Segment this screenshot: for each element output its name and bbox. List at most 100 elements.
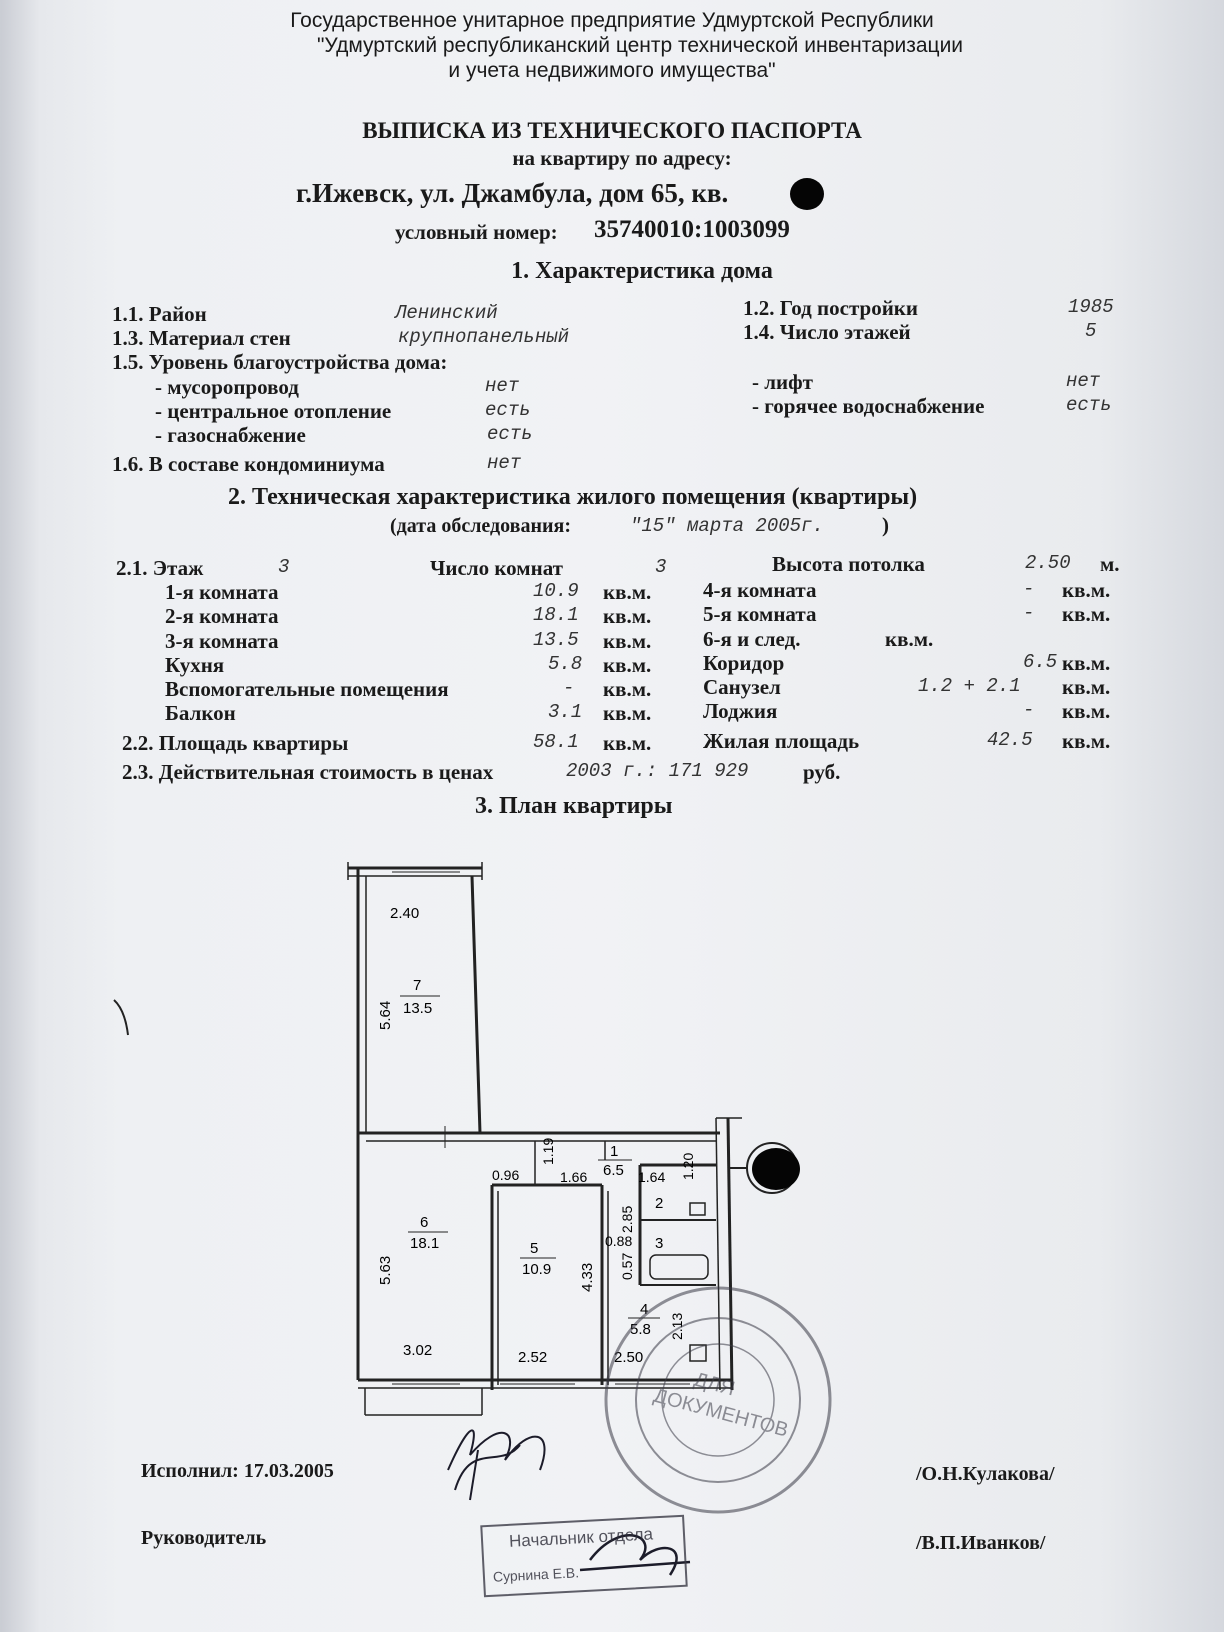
year-value: 1985 (1068, 296, 1114, 318)
loggia-label: Лоджия (703, 699, 778, 723)
plan-dim-088: 0.88 (605, 1233, 632, 1249)
department-stamp: Начальник отдела Сурнина Е.В. (480, 1514, 688, 1598)
amenities-label: 1.5. Уровень благоустройства дома: (112, 350, 448, 374)
ceiling-label: Высота потолка (772, 552, 925, 576)
section3-heading: 3. План квартиры (475, 793, 673, 819)
lift-value: нет (1066, 370, 1101, 392)
year-label: 1.2. Год постройки (743, 296, 919, 320)
total-area-label: 2.2. Площадь квартиры (122, 731, 349, 755)
balcony-label: Балкон (165, 701, 236, 725)
plan-dim-166: 1.66 (560, 1169, 587, 1185)
heating-value: есть (485, 399, 531, 421)
condo-value: нет (487, 452, 522, 474)
gas-value: есть (487, 423, 533, 445)
ceiling-unit: м. (1100, 552, 1120, 576)
stamp-name: Сурнина Е.В. (492, 1564, 580, 1585)
wall-label: 1.3. Материал стен (112, 326, 291, 350)
lift-label: - лифт (752, 370, 813, 394)
executor-name: /О.Н.Кулакова/ (916, 1463, 1055, 1485)
address: г.Ижевск, ул. Джамбула, дом 65, кв. (296, 178, 729, 208)
executed-label: Исполнил: 17.03.2005 (141, 1460, 334, 1482)
loggia-unit: кв.м. (1062, 699, 1111, 723)
room1-value: 10.9 (533, 580, 579, 602)
rooms-value: 3 (655, 556, 667, 578)
living-area-value: 42.5 (987, 729, 1033, 751)
org-line-1: Государственное унитарное предприятие Уд… (290, 9, 934, 32)
plan-r4-height: 2.13 (669, 1313, 685, 1340)
hotwater-label: - горячее водоснабжение (752, 394, 985, 418)
plan-r1-number: 1 (610, 1143, 618, 1160)
room4-label: 4-я комната (703, 578, 817, 602)
plan-r7-number: 7 (413, 977, 421, 994)
executor-signature (447, 1429, 546, 1501)
aux-label: Вспомогательные помещения (165, 677, 449, 701)
district-label: 1.1. Район (112, 302, 207, 326)
section2-heading: 2. Техническая характеристика жилого пом… (228, 484, 918, 510)
cost-value: 2003 г.: 171 929 (566, 760, 749, 782)
room1-label: 1-я комната (165, 580, 279, 604)
kitchen-label: Кухня (165, 653, 225, 677)
head-name: /В.П.Иванков/ (916, 1532, 1046, 1554)
plan-r7-area: 13.5 (403, 1000, 432, 1017)
document-subtitle: на квартиру по адресу: (512, 146, 732, 170)
room3-unit: кв.м. (603, 629, 652, 653)
cond-number: 35740010:1003099 (594, 216, 790, 243)
room2-value: 18.1 (533, 604, 579, 626)
chute-value: нет (485, 375, 520, 397)
kitchen-unit: кв.м. (603, 653, 652, 677)
section1-heading: 1. Характеристика дома (511, 258, 773, 284)
ceiling-value: 2.50 (1025, 552, 1071, 574)
plan-r1-area: 6.5 (603, 1162, 624, 1179)
plan-r6-height: 5.63 (377, 1256, 394, 1285)
stamp-title: Начальник отдела (508, 1524, 654, 1551)
survey-prefix: (дата обследования: (390, 515, 571, 537)
cond-number-label: условный номер: (395, 220, 558, 244)
condo-label: 1.6. В составе кондоминиума (112, 452, 385, 476)
room2-unit: кв.м. (603, 604, 652, 628)
plan-dim-057: 0.57 (619, 1253, 635, 1280)
plan-r6-number: 6 (420, 1214, 428, 1231)
floors-label: 1.4. Число этажей (743, 320, 911, 344)
hotwater-value: есть (1066, 394, 1112, 416)
plan-dim-120: 1.20 (680, 1153, 696, 1180)
pen-mark (113, 999, 129, 1036)
head-label: Руководитель (141, 1527, 267, 1549)
plan-r5-height: 4.33 (579, 1263, 596, 1292)
bath-unit: кв.м. (1062, 675, 1111, 699)
cost-unit: руб. (803, 760, 841, 784)
corridor-unit: кв.м. (1062, 651, 1111, 675)
redaction-blot (790, 178, 824, 210)
survey-suffix: ) (882, 513, 889, 537)
chute-label: - мусоропровод (155, 375, 299, 399)
total-area-value: 58.1 (533, 731, 579, 753)
round-seal: ДЛЯ ДОКУМЕНТОВ (604, 1286, 832, 1514)
corridor-value: 6.5 (1023, 651, 1058, 673)
org-line-2: "Удмуртский республиканский центр технич… (316, 34, 964, 57)
plan-dim-164: 1.64 (638, 1169, 665, 1185)
room3-label: 3-я комната (165, 629, 279, 653)
room2-label: 2-я комната (165, 604, 279, 628)
plan-r5-width: 2.52 (518, 1349, 547, 1366)
plan-r3-number: 3 (655, 1235, 663, 1252)
living-area-label: Жилая площадь (703, 729, 860, 753)
survey-date: "15" марта 2005г. (630, 515, 824, 537)
room1-unit: кв.м. (603, 580, 652, 604)
aux-unit: кв.м. (603, 677, 652, 701)
stamp-signature (579, 1534, 691, 1576)
plan-r6-area: 18.1 (410, 1235, 439, 1252)
heating-label: - центральное отопление (155, 399, 392, 423)
plan-r5-number: 5 (530, 1240, 538, 1257)
balcony-value: 3.1 (548, 701, 583, 723)
aux-value: - (563, 677, 575, 699)
plan-r7-width: 2.40 (390, 905, 419, 922)
room4-unit: кв.м. (1062, 578, 1111, 602)
room5-label: 5-я комната (703, 602, 817, 626)
room5-value: - (1023, 602, 1035, 624)
bath-value: 1.2 + 2.1 (918, 675, 1021, 697)
org-line-3: и учета недвижимого имущества" (448, 59, 776, 82)
plan-r4-width: 2.50 (614, 1349, 643, 1366)
plan-r7-height: 5.64 (377, 1001, 394, 1030)
plan-r4-number: 4 (640, 1301, 648, 1318)
bath-label: Санузел (703, 675, 781, 699)
room5-unit: кв.м. (1062, 602, 1111, 626)
